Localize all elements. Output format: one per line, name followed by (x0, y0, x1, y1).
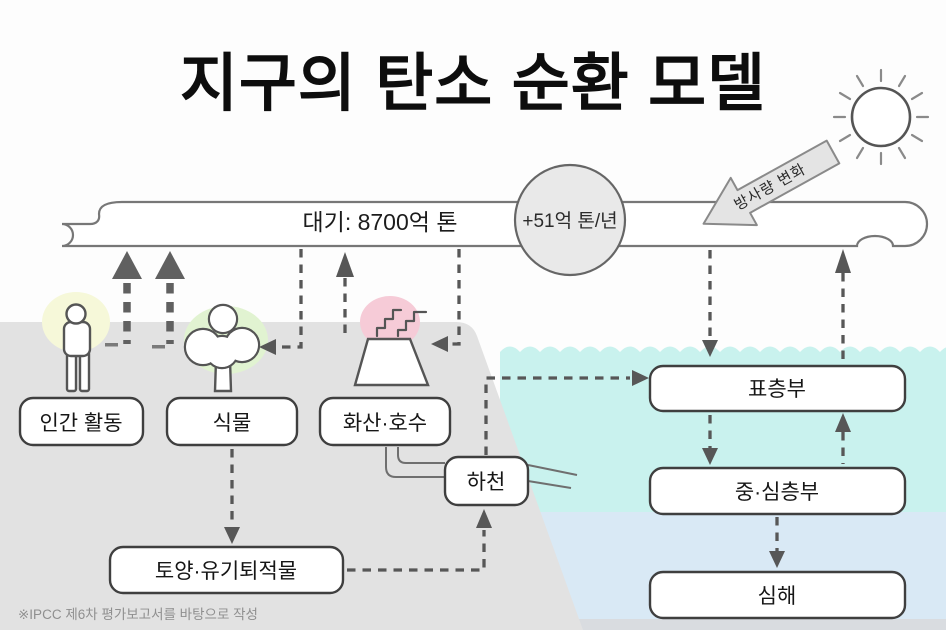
ground-dash (152, 345, 165, 349)
atmosphere-band: 대기: 8700억 톤 (61, 200, 929, 248)
flux-volcano-to-atmosphere-arrow (336, 252, 354, 336)
node-plants-label: 식물 (213, 412, 252, 435)
node-mid-deep-layer: 중·심층부 (648, 466, 907, 516)
node-surface-layer: 표층부 (648, 364, 907, 413)
flux-soil-to-river-arrow (347, 509, 492, 572)
node-volcano-lake: 화산·호수 (318, 396, 452, 447)
flux-plants-to-soil-arrow (224, 449, 240, 544)
atmosphere-cloud-shape (61, 200, 929, 248)
node-human-activity: 인간 활동 (18, 396, 145, 447)
flux-middeep-to-deepsea-arrow (769, 517, 785, 568)
river-channel-lines (385, 447, 578, 489)
flux-human-to-atmosphere-arrows (105, 251, 185, 349)
volcano-icon (353, 308, 430, 387)
node-soil-sediment: 토양·유기퇴적물 (108, 545, 345, 595)
net-increase-label: +51억 톤/년 (522, 210, 617, 232)
source-footnote: ※IPCC 제6차 평가보고서를 바탕으로 작성 (18, 607, 258, 622)
flux-atmosphere-to-plants-arrow (259, 249, 303, 355)
node-plants: 식물 (165, 396, 299, 447)
node-deep-sea-label: 심해 (758, 585, 797, 608)
node-deep-sea: 심해 (648, 570, 907, 620)
node-volcano-lake-label: 화산·호수 (343, 412, 427, 435)
node-river-label: 하천 (467, 471, 506, 494)
node-river: 하천 (443, 455, 530, 507)
volcano-smoke-lines (375, 308, 428, 338)
ground-dash (105, 343, 118, 347)
flux-atmosphere-to-ocean-arrow (702, 250, 718, 357)
node-surface-layer-label: 표층부 (748, 378, 806, 401)
flux-ocean-to-atmosphere-arrow (835, 249, 851, 363)
node-human-activity-label: 인간 활동 (39, 412, 122, 435)
sun-icon (832, 68, 930, 166)
net-increase-circle (513, 163, 627, 277)
flux-river-to-surface-arrow (484, 370, 649, 455)
diagram-title: 지구의 탄소 순환 모델 (180, 49, 766, 119)
flux-surface-to-middeep-arrow (702, 415, 718, 465)
node-soil-sediment-label: 토양·유기퇴적물 (155, 560, 297, 583)
volcano-glow (360, 296, 420, 348)
person-icon (62, 303, 92, 393)
radiation-arrow-shape (702, 139, 841, 227)
net-increase-badge: +51억 톤/년 (513, 163, 627, 277)
node-mid-deep-layer-label: 중·심층부 (735, 481, 819, 504)
sea-floor-strip (540, 619, 946, 630)
flux-atmosphere-to-volcano-arrow (431, 249, 461, 352)
flux-middeep-to-surface-arrow (835, 413, 851, 464)
atmosphere-label: 대기: 8700억 톤 (303, 209, 458, 235)
sun-rays (832, 68, 930, 166)
tree-icon (183, 303, 261, 393)
